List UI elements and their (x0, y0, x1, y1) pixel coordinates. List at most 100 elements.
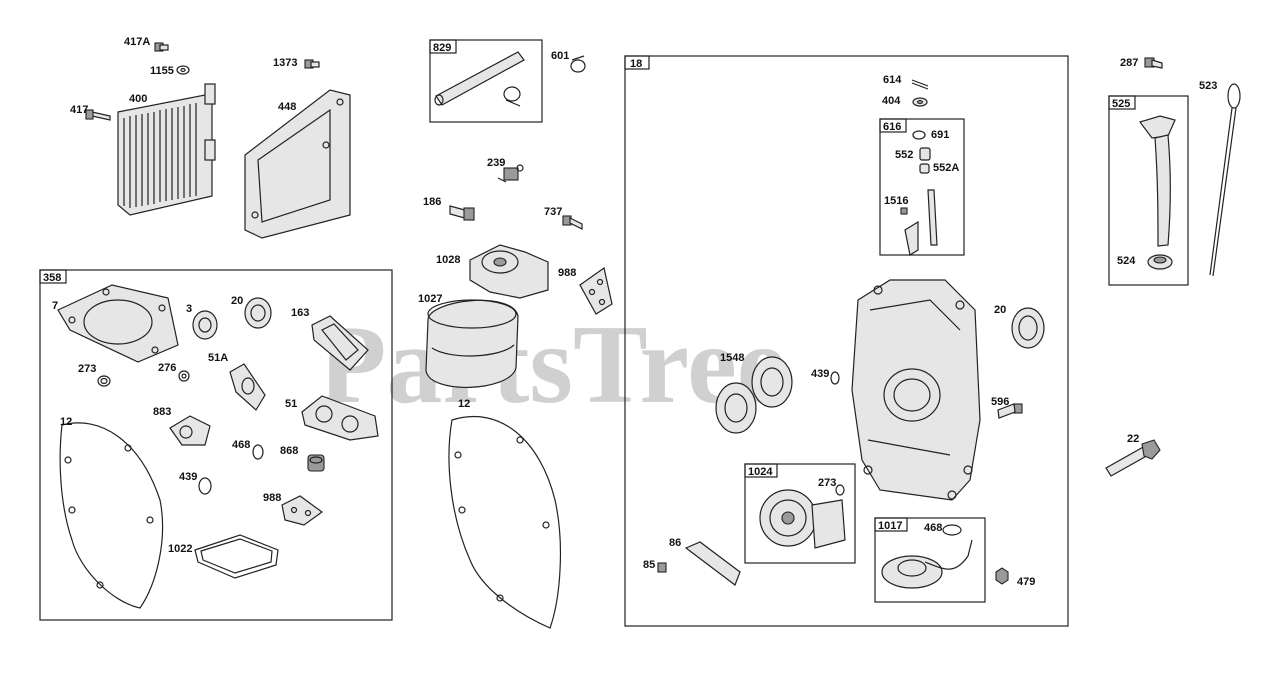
seal-20b-part[interactable] (1011, 307, 1045, 349)
part-label-988-b[interactable]: 988 (263, 492, 281, 504)
part-label-86[interactable]: 86 (669, 537, 681, 549)
bolt-287-part[interactable] (1144, 57, 1163, 69)
bolt-85-part[interactable] (657, 562, 667, 573)
seal-20a-part[interactable] (244, 297, 272, 329)
bolt-596-part[interactable] (997, 403, 1023, 419)
part-label-523[interactable]: 523 (1199, 80, 1217, 92)
o-ring-468a-part[interactable] (252, 444, 264, 460)
part-label-239[interactable]: 239 (487, 157, 505, 169)
cap-552A-part[interactable] (919, 163, 930, 174)
pickup-1017-part[interactable] (881, 524, 973, 589)
washer-1155-part[interactable] (176, 65, 190, 75)
part-label-417A[interactable]: 417A (124, 36, 150, 48)
part-label-51A[interactable]: 51A (208, 352, 228, 364)
crankcase-gasket-12b-part[interactable] (448, 415, 562, 629)
gasket-988a-part[interactable] (579, 266, 613, 315)
seal-3-part[interactable] (192, 310, 218, 340)
o-ring-691-part[interactable] (912, 130, 926, 140)
dipstick-tube-525-part[interactable] (1139, 115, 1176, 247)
part-label-524[interactable]: 524 (1117, 255, 1136, 267)
part-label-1373[interactable]: 1373 (273, 57, 297, 69)
part-label-596[interactable]: 596 (991, 396, 1009, 408)
bearing-1548-part[interactable] (715, 356, 793, 434)
part-label-448[interactable]: 448 (278, 101, 296, 113)
sensor-239-part[interactable] (497, 164, 524, 183)
kit-box-1024[interactable]: 1024 (744, 463, 856, 564)
filter-adapter-1028-part[interactable] (469, 244, 549, 299)
part-label-3[interactable]: 3 (186, 303, 192, 315)
part-label-1027[interactable]: 1027 (418, 293, 442, 305)
kit-box-18[interactable]: 18 (624, 55, 1069, 627)
head-gasket-7-part[interactable] (57, 284, 179, 363)
clamp-601-part[interactable] (570, 55, 586, 73)
part-label-400[interactable]: 400 (129, 93, 147, 105)
nut-479-part[interactable] (995, 567, 1009, 585)
part-label-20-b[interactable]: 20 (994, 304, 1006, 316)
part-label-287[interactable]: 287 (1120, 57, 1138, 69)
o-ring-273b-part[interactable] (835, 484, 845, 496)
part-label-51[interactable]: 51 (285, 398, 297, 410)
part-label-12-b[interactable]: 12 (458, 398, 470, 410)
o-ring-439b-part[interactable] (830, 371, 840, 385)
bolt-1373-part[interactable] (304, 59, 320, 69)
part-label-868[interactable]: 868 (280, 445, 298, 457)
pin-614-part[interactable] (911, 79, 929, 90)
fitting-186-part[interactable] (449, 205, 475, 221)
seal-868-part[interactable] (307, 454, 325, 472)
part-label-439-b[interactable]: 439 (811, 368, 829, 380)
washer-404-part[interactable] (912, 97, 928, 107)
oil-cooler-part[interactable] (117, 83, 216, 216)
bushing-552-part[interactable] (919, 147, 931, 161)
part-label-1516[interactable]: 1516 (884, 195, 908, 207)
kit-box-616[interactable]: 616 (879, 118, 965, 256)
part-label-614[interactable]: 614 (883, 74, 902, 86)
cover-86-part[interactable] (684, 541, 741, 586)
kit-box-358[interactable]: 358 (39, 269, 393, 621)
part-label-12-a[interactable]: 12 (60, 416, 72, 428)
bolt-417-part[interactable] (85, 109, 111, 121)
gasket-988b-part[interactable] (281, 495, 324, 526)
kit-box-525[interactable]: 525 (1108, 95, 1189, 286)
part-label-988-a[interactable]: 988 (558, 267, 576, 279)
kit-box-829[interactable]: 829 (429, 39, 543, 123)
part-label-1155[interactable]: 1155 (150, 65, 174, 77)
grommet-524-part[interactable] (1147, 254, 1173, 270)
part-label-273-a[interactable]: 273 (78, 363, 96, 375)
part-label-276[interactable]: 276 (158, 362, 176, 374)
gasket-1022-part[interactable] (194, 534, 279, 579)
part-label-479[interactable]: 479 (1017, 576, 1035, 588)
kit-box-1017[interactable]: 1017 (874, 517, 986, 603)
part-label-439-a[interactable]: 439 (179, 471, 197, 483)
gasket-883-part[interactable] (169, 415, 211, 446)
bracket-448-part[interactable] (244, 89, 351, 239)
crankcase-cover-part[interactable] (851, 279, 981, 501)
part-label-417[interactable]: 417 (70, 104, 88, 116)
part-label-1022[interactable]: 1022 (168, 543, 192, 555)
gasket-51-part[interactable] (301, 395, 379, 441)
part-label-601[interactable]: 601 (551, 50, 569, 62)
dipstick-523-part[interactable] (1209, 83, 1241, 277)
part-label-404[interactable]: 404 (882, 95, 901, 107)
part-label-163[interactable]: 163 (291, 307, 309, 319)
part-label-691[interactable]: 691 (931, 129, 949, 141)
governor-shaft-616-part[interactable] (904, 189, 938, 256)
oil-filter-1027-part[interactable] (425, 299, 519, 388)
part-label-1548[interactable]: 1548 (720, 352, 744, 364)
part-label-883[interactable]: 883 (153, 406, 171, 418)
gasket-51A-part[interactable] (229, 363, 266, 411)
part-label-468-b[interactable]: 468 (924, 522, 942, 534)
part-label-737[interactable]: 737 (544, 206, 562, 218)
hose-829-part[interactable] (434, 51, 525, 106)
part-label-20-a[interactable]: 20 (231, 295, 243, 307)
pin-1516-part[interactable] (900, 207, 908, 215)
part-label-7[interactable]: 7 (52, 300, 58, 312)
oil-pump-1024-part[interactable] (759, 489, 846, 549)
crankcase-gasket-12a-part[interactable] (59, 422, 164, 609)
part-label-552A[interactable]: 552A (933, 162, 959, 174)
bolt-22-part[interactable] (1105, 439, 1161, 477)
o-ring-276-part[interactable] (178, 370, 190, 382)
part-label-1028[interactable]: 1028 (436, 254, 460, 266)
bolt-737-part[interactable] (562, 215, 583, 230)
bolt-417A-part[interactable] (154, 42, 169, 52)
clamp-829-part[interactable] (503, 86, 521, 107)
